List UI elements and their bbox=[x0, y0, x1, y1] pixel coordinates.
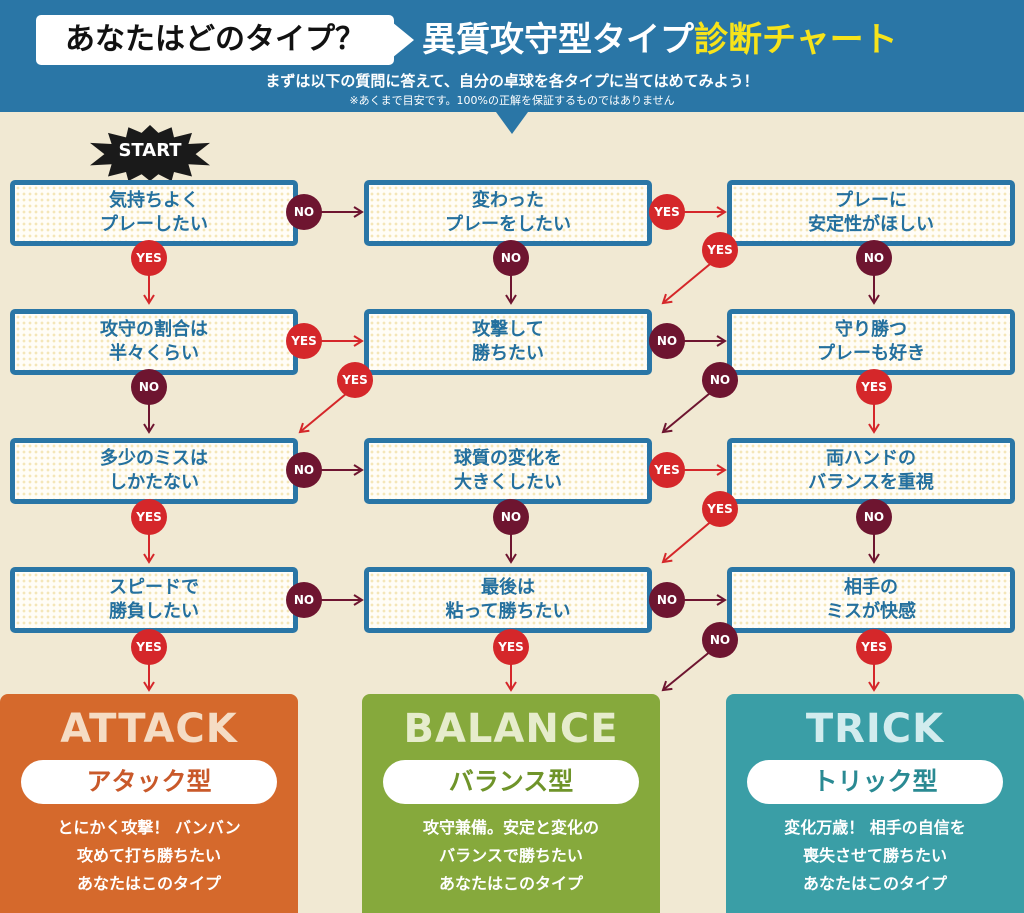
yes-badge-q10: YES bbox=[131, 629, 167, 665]
result-type-trick: トリック型 bbox=[747, 760, 1003, 804]
yes-badge-q4: YES bbox=[286, 323, 322, 359]
question-text-q2: 変わった プレーをしたい bbox=[445, 190, 571, 235]
no-badge-q4: NO bbox=[131, 369, 167, 405]
question-pill: あなたはどのタイプ？ bbox=[36, 15, 394, 65]
yes-badge-q2: YES bbox=[649, 194, 685, 230]
question-box-q2: 変わった プレーをしたい bbox=[364, 180, 652, 246]
question-box-q12: 相手の ミスが快感 bbox=[727, 567, 1015, 633]
result-panel-attack: ATTACK アタック型 とにかく攻撃！ バンバン 攻めて打ち勝ちたい あなたは… bbox=[0, 694, 298, 913]
start-burst-icon bbox=[90, 125, 210, 181]
result-description-trick: 変化万歳！ 相手の自信を 喪失させて勝ちたい あなたはこのタイプ bbox=[784, 818, 966, 893]
question-text-q4: 攻守の割合は 半々くらい bbox=[100, 319, 208, 364]
no-badge-q11: NO bbox=[649, 582, 685, 618]
question-text-q6: 守り勝つ プレーも好き bbox=[817, 319, 925, 364]
question-box-q6: 守り勝つ プレーも好き bbox=[727, 309, 1015, 375]
yes-badge-q1: YES bbox=[131, 240, 167, 276]
yes-badge-q8: YES bbox=[649, 452, 685, 488]
yes-badge-q7: YES bbox=[131, 499, 167, 535]
result-type-attack: アタック型 bbox=[21, 760, 277, 804]
no-badge-q3: NO bbox=[856, 240, 892, 276]
yes-badge-q12: YES bbox=[856, 629, 892, 665]
no-badge-q8: NO bbox=[493, 499, 529, 535]
yes-badge-q9: YES bbox=[702, 491, 738, 527]
no-badge-q6: NO bbox=[702, 362, 738, 398]
question-text-q1: 気持ちよく プレーしたい bbox=[100, 190, 208, 235]
no-badge-q2: NO bbox=[493, 240, 529, 276]
no-badge-q10: NO bbox=[286, 582, 322, 618]
question-box-q1: 気持ちよく プレーしたい bbox=[10, 180, 298, 246]
no-badge-q1: NO bbox=[286, 194, 322, 230]
start-label: START bbox=[118, 140, 182, 161]
result-title-balance: BALANCE bbox=[403, 706, 619, 752]
result-panel-trick: TRICK トリック型 変化万歳！ 相手の自信を 喪失させて勝ちたい あなたはこ… bbox=[726, 694, 1024, 913]
header-banner: あなたはどのタイプ？ 異質攻守型タイプ診断チャート まずは以下の質問に答えて、自… bbox=[0, 0, 1024, 112]
chart-title: 異質攻守型タイプ診断チャート bbox=[422, 12, 898, 68]
result-title-attack: ATTACK bbox=[60, 706, 238, 752]
question-text-q11: 最後は 粘って勝ちたい bbox=[445, 577, 571, 622]
question-box-q7: 多少のミスは しかたない bbox=[10, 438, 298, 504]
question-box-q4: 攻守の割合は 半々くらい bbox=[10, 309, 298, 375]
result-description-attack: とにかく攻撃！ バンバン 攻めて打ち勝ちたい あなたはこのタイプ bbox=[57, 818, 241, 893]
question-text-q9: 両ハンドの バランスを重視 bbox=[808, 448, 934, 493]
disclaimer-note: ※あくまで目安です。100%の正解を保証するものではありません bbox=[349, 94, 675, 107]
result-type-balance: バランス型 bbox=[383, 760, 639, 804]
question-box-q3: プレーに 安定性がほしい bbox=[727, 180, 1015, 246]
result-description-balance: 攻守兼備。安定と変化の バランスで勝ちたい あなたはこのタイプ bbox=[422, 818, 599, 893]
result-title-trick: TRICK bbox=[805, 706, 945, 752]
question-box-q5: 攻撃して 勝ちたい bbox=[364, 309, 652, 375]
question-text-q10: スピードで 勝負したい bbox=[109, 577, 199, 622]
yes-badge-q11: YES bbox=[493, 629, 529, 665]
yes-badge-q6: YES bbox=[856, 369, 892, 405]
yes-badge-q3: YES bbox=[702, 232, 738, 268]
question-text-q12: 相手の ミスが快感 bbox=[826, 577, 916, 622]
result-panel-balance: BALANCE バランス型 攻守兼備。安定と変化の バランスで勝ちたい あなたは… bbox=[362, 694, 660, 913]
no-badge-q12: NO bbox=[702, 622, 738, 658]
pill-arrow-icon bbox=[392, 22, 414, 58]
question-text-q8: 球質の変化を 大きくしたい bbox=[454, 448, 562, 493]
no-badge-q5: NO bbox=[649, 323, 685, 359]
yes-badge-q5: YES bbox=[337, 362, 373, 398]
question-text-q7: 多少のミスは しかたない bbox=[100, 448, 208, 493]
title-accent-text: 診断チャート bbox=[694, 20, 898, 60]
header-pointer-icon bbox=[496, 112, 528, 134]
subtitle: まずは以下の質問に答えて、自分の卓球を各タイプに当てはめてみよう！ bbox=[265, 72, 759, 90]
question-text-q3: プレーに 安定性がほしい bbox=[808, 190, 934, 235]
no-badge-q9: NO bbox=[856, 499, 892, 535]
no-badge-q7: NO bbox=[286, 452, 322, 488]
title-main-text: 異質攻守型タイプ bbox=[422, 20, 694, 60]
question-text-q5: 攻撃して 勝ちたい bbox=[472, 319, 544, 364]
